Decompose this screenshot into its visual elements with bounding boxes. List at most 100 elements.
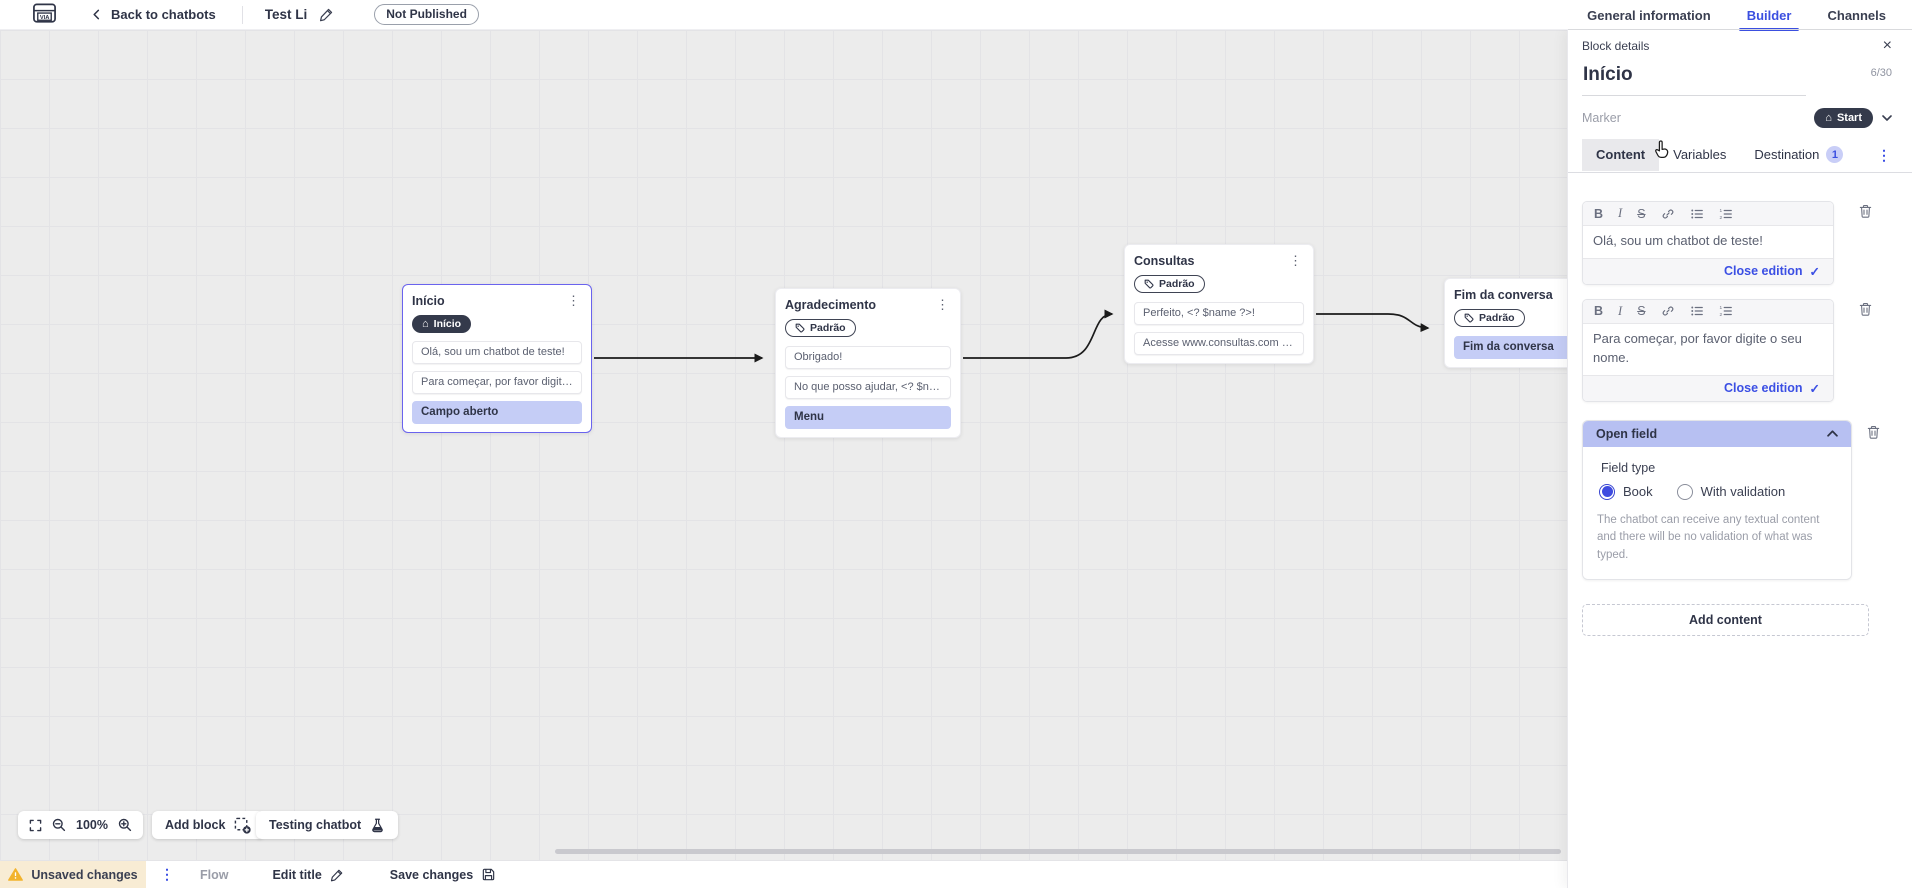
node-content-row[interactable]: No que posso ajudar, <? $name ... <box>785 376 951 399</box>
radio-with-validation[interactable]: With validation <box>1676 483 1786 500</box>
panel-tab-destination-label: Destination <box>1754 147 1820 162</box>
node-content-row[interactable]: Olá, sou um chatbot de teste! <box>412 341 582 364</box>
italic-icon[interactable]: I <box>1618 206 1623 220</box>
add-content-button[interactable]: Add content <box>1582 603 1869 636</box>
horizontal-scrollbar[interactable] <box>555 849 1561 854</box>
add-block-button[interactable]: Add block <box>152 811 265 839</box>
node-marker-pill: ⌂ Início <box>412 315 472 333</box>
link-icon[interactable] <box>1661 304 1675 318</box>
destination-count-badge: 1 <box>1826 146 1844 163</box>
node-content-row-selected[interactable]: Fim da conversa <box>1454 336 1568 359</box>
flow-node-fim-da-conversa[interactable]: Fim da conversa Padrão Fim da conversa <box>1444 278 1568 368</box>
node-content-row[interactable]: Acesse www.consultas.com par... <box>1134 332 1304 355</box>
zoom-level: 100% <box>76 818 108 832</box>
bullet-list-icon[interactable] <box>1690 207 1704 221</box>
link-icon[interactable] <box>1661 207 1675 221</box>
bold-icon[interactable]: B <box>1594 206 1604 221</box>
italic-icon[interactable]: I <box>1618 303 1623 318</box>
text-content-editor: B I S Para começar, por favor digite o s… <box>1582 298 1834 402</box>
close-panel-icon[interactable]: × <box>1882 37 1892 54</box>
zoom-in-icon[interactable] <box>118 818 132 832</box>
delete-content-icon[interactable] <box>1858 203 1873 219</box>
node-title: Início <box>412 294 445 308</box>
node-menu-icon[interactable]: ⋮ <box>567 293 580 308</box>
panel-header: Block details <box>1582 39 1650 53</box>
tab-general-information[interactable]: General information <box>1587 7 1711 23</box>
unsaved-changes-status: Unsaved changes <box>0 861 146 888</box>
flow-node-consultas[interactable]: Consultas ⋮ Padrão Perfeito, <? $name ?>… <box>1124 244 1314 364</box>
open-field-header[interactable]: Open field <box>1583 420 1851 447</box>
zoom-controls: 100% <box>18 811 143 839</box>
close-edition-label: Close edition <box>1724 264 1803 279</box>
tab-channels[interactable]: Channels <box>1827 7 1886 23</box>
numbered-list-icon[interactable] <box>1719 304 1733 318</box>
testing-chatbot-button[interactable]: Testing chatbot <box>256 811 399 839</box>
save-icon <box>481 867 496 882</box>
editor-text[interactable]: Olá, sou um chatbot de teste! <box>1583 226 1833 258</box>
panel-tab-destination[interactable]: Destination 1 <box>1740 138 1857 172</box>
panel-tab-content[interactable]: Content <box>1582 139 1660 171</box>
node-title: Agradecimento <box>785 298 876 312</box>
node-content-row-selected[interactable]: Menu <box>785 406 951 429</box>
tab-builder[interactable]: Builder <box>1738 0 1800 31</box>
back-to-chatbots-button[interactable]: Back to chatbots <box>91 7 216 22</box>
node-marker-pill: Padrão <box>1134 275 1205 293</box>
panel-tabs: Content Variables Destination 1 ⋮ <box>1568 138 1912 173</box>
tag-icon <box>1144 279 1154 289</box>
check-icon: ✓ <box>1809 264 1820 279</box>
add-block-icon <box>234 817 251 834</box>
close-edition-label: Close edition <box>1724 381 1803 396</box>
edit-title-button[interactable]: Edit title <box>272 868 343 882</box>
add-block-label: Add block <box>165 818 226 832</box>
home-icon: ⌂ <box>1825 111 1832 124</box>
marker-start-pill[interactable]: ⌂ Start <box>1814 108 1873 128</box>
radio-with-validation-label: With validation <box>1700 484 1786 500</box>
radio-book[interactable]: Book <box>1599 483 1653 500</box>
zoom-out-icon[interactable] <box>52 818 66 832</box>
close-edition-button[interactable]: Close edition ✓ <box>1583 374 1833 401</box>
bullet-list-icon[interactable] <box>1690 304 1704 318</box>
radio-book-label: Book <box>1623 484 1653 500</box>
node-menu-icon[interactable]: ⋮ <box>936 297 949 312</box>
app-logo-icon <box>32 2 57 27</box>
strikethrough-icon[interactable]: S <box>1637 304 1646 319</box>
chevron-up-icon[interactable] <box>1827 430 1838 437</box>
divider <box>241 5 243 24</box>
radio-unselected-icon[interactable] <box>1676 483 1693 500</box>
numbered-list-icon[interactable] <box>1719 207 1733 221</box>
panel-tab-variables[interactable]: Variables <box>1673 147 1727 162</box>
flow-connections <box>594 309 1430 363</box>
save-changes-button[interactable]: Save changes <box>390 867 496 882</box>
node-content-row[interactable]: Para começar, por favor digite o ... <box>412 371 582 394</box>
publish-status-badge: Not Published <box>374 4 479 25</box>
node-content-row[interactable]: Perfeito, <? $name ?>! <box>1134 302 1304 325</box>
node-marker-pill: Padrão <box>1454 309 1525 327</box>
node-content-row[interactable]: Obrigado! <box>785 346 951 369</box>
chatbot-title[interactable]: Test Li <box>264 7 308 22</box>
check-icon: ✓ <box>1809 381 1820 396</box>
fullscreen-icon[interactable] <box>29 819 42 832</box>
close-edition-button[interactable]: Close edition ✓ <box>1583 257 1833 284</box>
flow-node-inicio[interactable]: Início ⋮ ⌂ Início Olá, sou um chatbot de… <box>402 284 592 433</box>
node-content-row-selected[interactable]: Campo aberto <box>412 401 582 424</box>
status-menu-icon[interactable]: ⋮ <box>160 866 174 882</box>
testing-chatbot-label: Testing chatbot <box>269 818 362 832</box>
flow-node-agradecimento[interactable]: Agradecimento ⋮ Padrão Obrigado! No que … <box>775 288 961 438</box>
bold-icon[interactable]: B <box>1594 304 1604 319</box>
chevron-down-icon[interactable] <box>1882 115 1892 121</box>
node-menu-icon[interactable]: ⋮ <box>1289 253 1302 268</box>
edit-title-pencil-icon[interactable] <box>319 7 334 22</box>
flow-canvas[interactable]: Início ⋮ ⌂ Início Olá, sou um chatbot de… <box>0 30 1568 860</box>
panel-options-icon[interactable]: ⋮ <box>1877 146 1891 163</box>
flow-selector[interactable]: Flow <box>200 867 229 882</box>
status-bar: Unsaved changes ⋮ Flow Edit title Save c… <box>0 860 1568 888</box>
delete-open-field-icon[interactable] <box>1866 424 1881 440</box>
tag-icon <box>1464 313 1474 323</box>
open-field-helper-text: The chatbot can receive any textual cont… <box>1597 513 1820 562</box>
strikethrough-icon[interactable]: S <box>1637 206 1646 221</box>
radio-selected-icon[interactable] <box>1599 483 1615 500</box>
block-title-input[interactable]: Início <box>1582 64 1806 96</box>
editor-text[interactable]: Para começar, por favor digite o seu nom… <box>1583 323 1833 375</box>
delete-content-icon[interactable] <box>1858 301 1873 317</box>
